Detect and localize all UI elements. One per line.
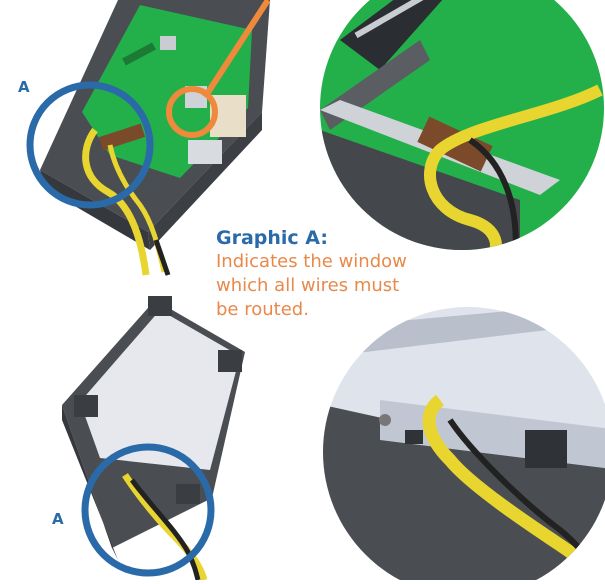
caption-title: Graphic A: — [216, 227, 328, 249]
magnified-window-view — [320, 0, 604, 250]
callout-label-bottom: A — [52, 510, 64, 528]
black-wire — [129, 478, 201, 581]
black-wire — [153, 239, 171, 276]
callout-label-top: A — [18, 78, 30, 96]
corner-foot — [176, 484, 200, 504]
open-housing-view — [40, 0, 270, 276]
corner-foot — [525, 430, 567, 468]
callout-circle-bottom-left — [81, 443, 215, 577]
pointer-circle — [166, 86, 218, 138]
callout-circle-top-left — [26, 81, 154, 209]
caption-line-1: Indicates the window — [216, 251, 407, 272]
yellow-wire — [82, 127, 150, 276]
graphic-caption: Graphic A: Indicates the window which al… — [216, 226, 516, 322]
corner-foot — [74, 395, 98, 417]
caption-line-2: which all wires must — [216, 275, 400, 296]
corner-foot — [148, 296, 172, 316]
closed-housing-view — [62, 296, 245, 582]
caption-line-3: be routed. — [216, 299, 309, 320]
housing-lid — [80, 310, 240, 470]
ribbon-cable — [98, 123, 146, 151]
pointer-line — [202, 0, 271, 99]
magnified-routing-view — [323, 307, 605, 584]
corner-foot — [218, 350, 242, 372]
